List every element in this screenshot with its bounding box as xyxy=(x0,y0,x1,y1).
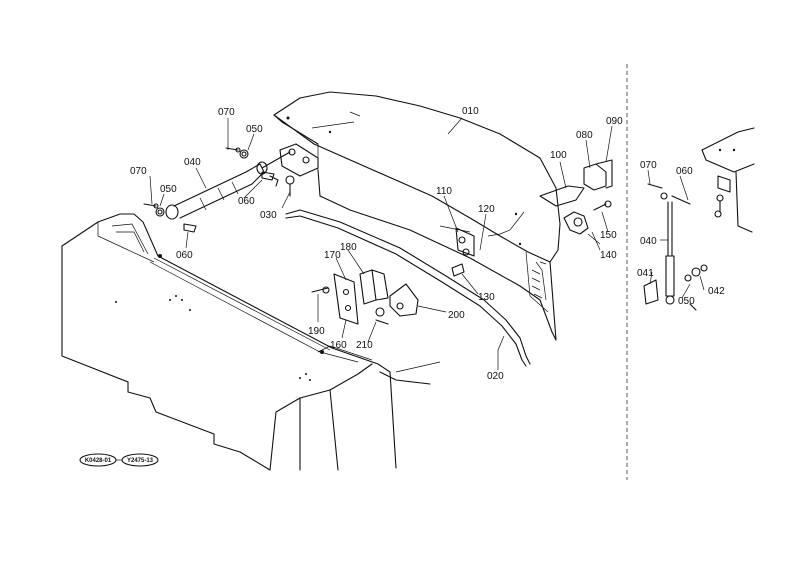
label-130: 130 xyxy=(478,292,495,303)
label-080: 080 xyxy=(576,130,593,141)
label-041: 041 xyxy=(637,268,654,279)
striker-bracket xyxy=(451,211,525,277)
hinge-bracket xyxy=(269,143,319,197)
label-050-upper: 050 xyxy=(246,124,263,135)
label-120: 120 xyxy=(478,204,495,215)
label-042: 042 xyxy=(708,286,725,297)
ref-code-2: Y2475-13 xyxy=(127,458,154,464)
label-140: 140 xyxy=(600,250,617,261)
label-190: 190 xyxy=(308,326,325,337)
bracket-set xyxy=(311,269,419,325)
label-060-lower: 060 xyxy=(176,250,193,261)
part-labels: 010 020 030 040 040 041 042 050 050 050 … xyxy=(130,106,725,382)
housing-body xyxy=(61,213,441,471)
label-150: 150 xyxy=(600,230,617,241)
seal-strip xyxy=(285,209,531,367)
label-200: 200 xyxy=(448,310,465,321)
label-070-detail: 070 xyxy=(640,160,657,171)
label-040-detail: 040 xyxy=(640,236,657,247)
label-070-upper: 070 xyxy=(218,107,235,118)
label-050-detail: 050 xyxy=(678,296,695,307)
label-090: 090 xyxy=(606,116,623,127)
small-fasteners xyxy=(143,147,275,233)
latch-assembly xyxy=(539,159,613,245)
label-180: 180 xyxy=(340,242,357,253)
label-100: 100 xyxy=(550,150,567,161)
label-010: 010 xyxy=(462,106,479,117)
detail-view xyxy=(643,127,755,311)
label-040: 040 xyxy=(184,157,201,168)
reference-codes: K0428-01 Y2475-13 xyxy=(79,453,159,467)
label-210: 210 xyxy=(356,340,373,351)
ref-code-1: K0428-01 xyxy=(85,458,112,464)
label-060-middle: 060 xyxy=(238,196,255,207)
label-170: 170 xyxy=(324,250,341,261)
label-110: 110 xyxy=(436,186,452,197)
label-060-detail: 060 xyxy=(676,166,693,177)
hood-panel xyxy=(273,91,561,341)
label-070-lower: 070 xyxy=(130,166,147,177)
leader-lines xyxy=(149,117,705,370)
label-030: 030 xyxy=(260,210,277,221)
gas-strut-main xyxy=(165,151,291,220)
label-160: 160 xyxy=(330,340,347,351)
label-050-lower: 050 xyxy=(160,184,177,195)
label-020: 020 xyxy=(487,371,504,382)
